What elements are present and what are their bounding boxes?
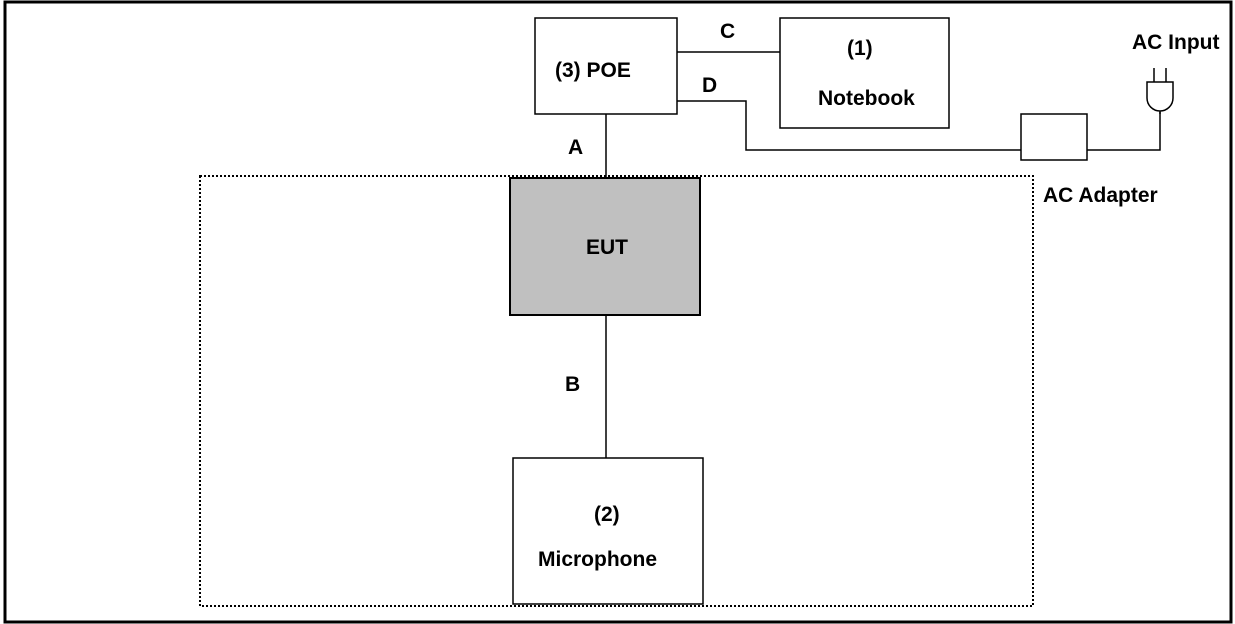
poe-box — [534, 17, 678, 115]
cable-a-label: A — [568, 136, 584, 159]
cable-d-label: D — [702, 74, 718, 97]
notebook-box — [779, 17, 950, 129]
ac-power-line — [1087, 112, 1161, 151]
notebook-label-line1: (1) — [847, 37, 873, 60]
cable-c-label: C — [720, 20, 736, 43]
microphone-label-line1: (2) — [594, 503, 620, 526]
microphone-label-line2: Microphone — [538, 548, 657, 571]
ac-adapter-box — [1020, 113, 1088, 161]
cable-b-label: B — [565, 373, 581, 396]
poe-label: (3) POE — [555, 59, 631, 82]
ac-input-label: AC Input — [1132, 31, 1220, 54]
plug-icon — [1146, 68, 1174, 114]
eut-box — [509, 177, 701, 316]
eut-label: EUT — [586, 236, 628, 259]
notebook-label-line2: Notebook — [818, 87, 915, 110]
ac-adapter-label: AC Adapter — [1043, 184, 1158, 207]
test-area-boundary — [199, 175, 1034, 607]
microphone-box — [512, 457, 704, 605]
outer-frame — [3, 0, 1233, 624]
cable-d-line — [677, 100, 1021, 151]
